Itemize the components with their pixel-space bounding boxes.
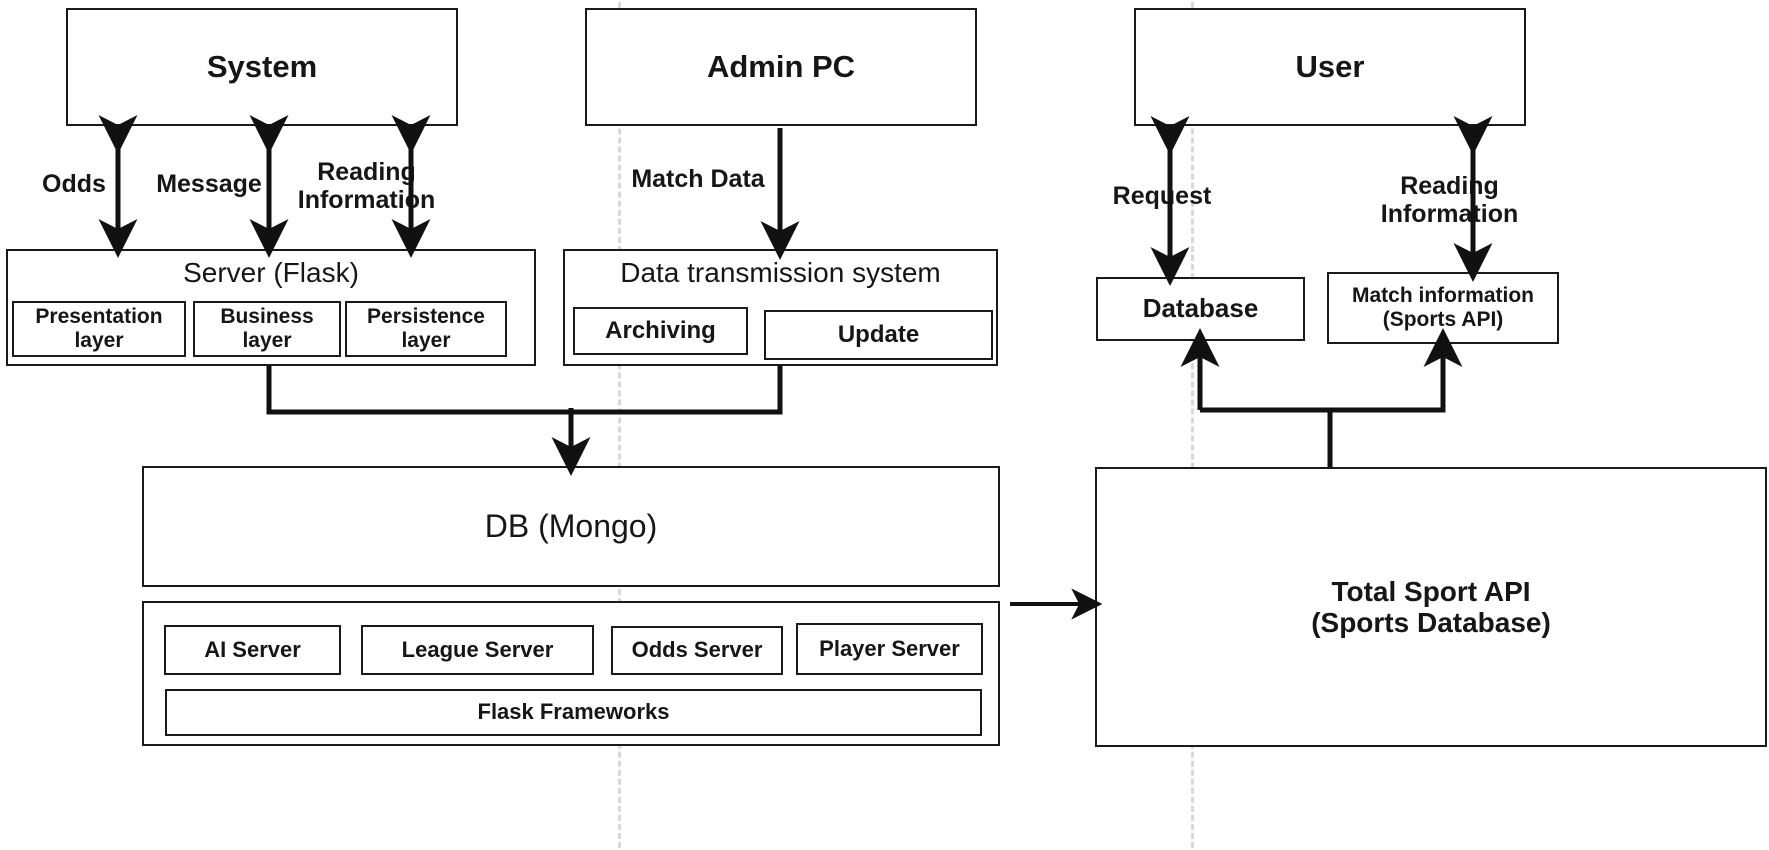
node-presentation-layer-label: Presentation layer [35,305,163,352]
node-flask-frameworks-label: Flask Frameworks [477,699,670,725]
node-db-mongo[interactable]: DB (Mongo) [142,466,1000,587]
node-total-sport-api-label: Total Sport API (Sports Database) [1311,575,1551,638]
node-server-flask-label: Server (Flask) [183,257,359,288]
node-db-mongo-label: DB (Mongo) [484,507,658,544]
node-update[interactable]: Update [764,310,993,360]
node-player-server-label: Player Server [819,635,960,661]
column-divider-left [618,2,621,848]
node-odds-server-label: Odds Server [631,637,763,663]
node-persistence-layer[interactable]: Persistence layer [345,301,507,357]
node-persistence-layer-label: Persistence layer [367,305,485,352]
wire-api-trunk [1200,352,1446,413]
node-archiving-label: Archiving [605,316,716,344]
edge-label-reading-information-right: Reading Information [1380,172,1519,228]
node-system-label: System [206,48,318,84]
node-league-server[interactable]: League Server [361,625,594,675]
edge-label-reading-information-left: Reading Information [297,158,436,214]
node-player-server[interactable]: Player Server [796,623,983,675]
node-system[interactable]: System [66,8,458,126]
node-update-label: Update [837,320,920,348]
edge-label-odds: Odds [42,170,106,198]
node-ai-server[interactable]: AI Server [164,625,341,675]
node-ai-server-label: AI Server [204,636,301,662]
node-business-layer[interactable]: Business layer [193,301,341,357]
node-archiving[interactable]: Archiving [573,307,748,355]
node-presentation-layer[interactable]: Presentation layer [12,301,186,357]
node-database-label: Database [1142,293,1259,324]
wire-server-to-db [266,366,571,415]
node-user-label: User [1295,48,1365,84]
node-league-server-label: League Server [401,636,554,662]
node-business-layer-label: Business layer [220,305,314,352]
wire-dts-to-db [571,366,783,415]
node-flask-frameworks[interactable]: Flask Frameworks [165,689,982,736]
node-match-information-label: Match information (Sports API) [1352,284,1534,331]
node-match-information[interactable]: Match information (Sports API) [1327,272,1559,344]
edge-label-match-data: Match Data [631,165,765,193]
node-database[interactable]: Database [1096,277,1305,341]
node-data-transmission-system-label: Data transmission system [620,257,941,288]
edge-label-request: Request [1112,182,1212,210]
node-total-sport-api[interactable]: Total Sport API (Sports Database) [1095,467,1767,747]
node-user[interactable]: User [1134,8,1526,126]
node-admin-pc[interactable]: Admin PC [585,8,977,126]
node-admin-pc-label: Admin PC [706,48,856,84]
node-odds-server[interactable]: Odds Server [611,626,783,675]
column-divider-right [1191,2,1194,848]
edge-label-message: Message [156,170,262,198]
